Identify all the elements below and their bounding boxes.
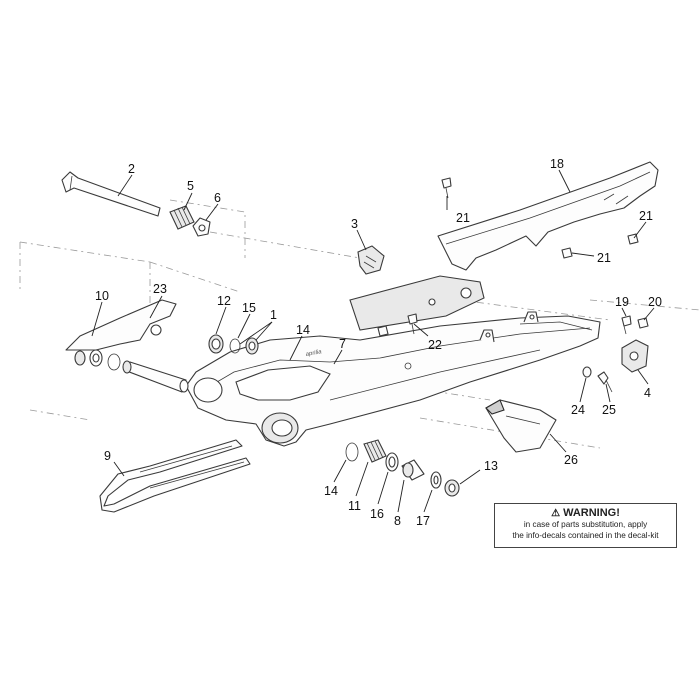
warning-line-1: in case of parts substitution, apply	[523, 520, 648, 529]
ring-part-14	[345, 442, 359, 462]
screw-part-21-mid	[561, 247, 573, 259]
swingarm-body: aprilia	[185, 311, 601, 447]
callout-24: 24	[571, 403, 585, 417]
callout-25: 25	[602, 403, 616, 417]
warning-notice: ⚠WARNING! in case of parts substitution,…	[494, 503, 677, 548]
callout-20: 20	[648, 295, 662, 309]
callout-3: 3	[351, 217, 358, 231]
nut-part-24	[582, 366, 592, 378]
left-seal-set	[74, 349, 121, 371]
callout-14-bottom: 14	[324, 484, 338, 498]
washer-part-17	[430, 471, 442, 489]
seal-part-16	[385, 452, 399, 472]
callout-11: 11	[348, 499, 361, 513]
leader-lines	[91, 169, 655, 513]
callout-7: 7	[339, 337, 346, 351]
upper-slider	[349, 275, 485, 331]
callout-16: 16	[370, 507, 384, 521]
callout-19: 19	[615, 295, 629, 309]
callout-21-mid: 21	[597, 251, 611, 265]
callout-4: 4	[644, 386, 651, 400]
sleeve-tube	[122, 360, 189, 393]
callout-8: 8	[394, 514, 401, 528]
screw-near-3	[377, 325, 389, 337]
callout-10: 10	[95, 289, 109, 303]
callout-26: 26	[564, 453, 578, 467]
chain-slider-part-9	[99, 439, 251, 513]
callout-23: 23	[153, 282, 167, 296]
spindle-part-2	[61, 171, 161, 217]
bearing-part-1	[245, 337, 259, 355]
warning-title-row: ⚠WARNING!	[495, 507, 676, 519]
bearing-part-11	[363, 439, 387, 463]
swingarm-decal: aprilia	[305, 349, 322, 358]
slider-part-3	[357, 245, 385, 275]
callout-2: 2	[128, 162, 135, 176]
block-part-4	[621, 339, 649, 373]
warning-line-2: the info-decals contained in the decal-k…	[512, 531, 659, 540]
nut-part-6	[192, 217, 211, 237]
bolt-part-25	[597, 371, 613, 393]
bushing-part-5	[169, 205, 195, 230]
callout-22: 22	[428, 338, 442, 352]
callout-14-top: 14	[296, 323, 310, 337]
screw-part-20	[637, 317, 649, 329]
callout-6: 6	[214, 191, 221, 205]
ring-part-15	[229, 338, 241, 354]
callout-1: 1	[270, 308, 277, 322]
spacer-part-8	[401, 459, 425, 481]
cap-part-13	[444, 479, 460, 497]
callout-9: 9	[104, 449, 111, 463]
callout-labels: 2 5 6 3 18 21 21 21 23 10 12 15 1 14 7 2…	[95, 157, 662, 528]
screw-part-21-right	[627, 233, 639, 245]
seal-part-12	[208, 334, 224, 354]
callout-21-right: 21	[639, 209, 653, 223]
screw-part-21-top	[441, 177, 452, 199]
callout-15: 15	[242, 301, 256, 315]
callout-21-top: 21	[456, 211, 470, 225]
plate-part-10	[65, 299, 177, 351]
callout-18: 18	[550, 157, 564, 171]
callout-5: 5	[187, 179, 194, 193]
warning-triangle-icon: ⚠	[551, 508, 561, 519]
callout-13: 13	[484, 459, 498, 473]
screw-part-19	[621, 315, 632, 335]
guard-part-26	[485, 399, 557, 453]
screw-part-22	[407, 313, 418, 335]
chain-guard-part-18	[437, 161, 659, 271]
callout-17: 17	[416, 514, 430, 528]
callout-12: 12	[217, 294, 231, 308]
warning-title: WARNING!	[563, 507, 620, 519]
